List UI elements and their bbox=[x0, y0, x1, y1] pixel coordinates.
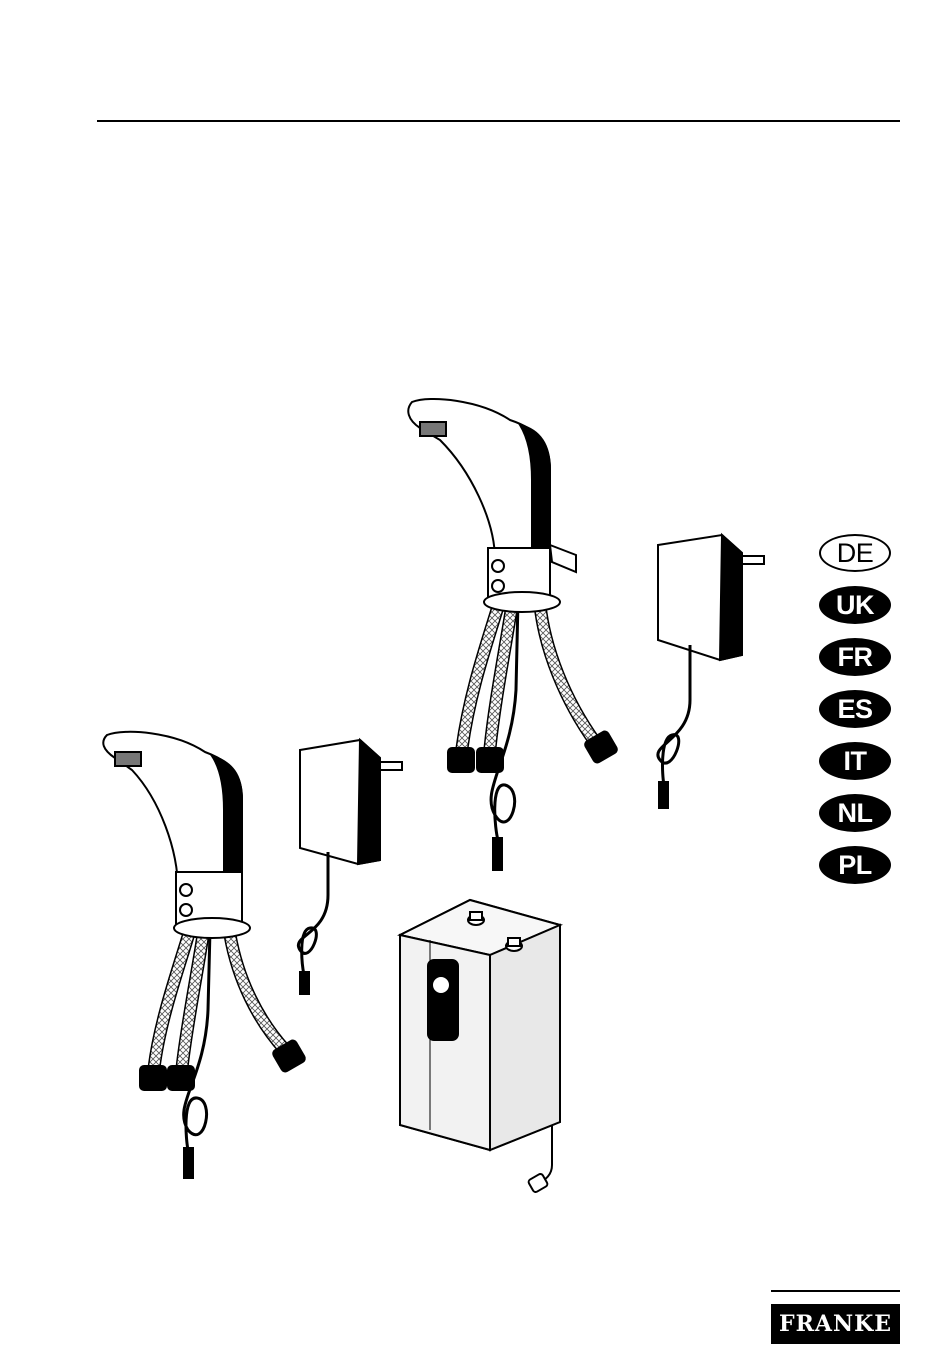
brand-block: FRANKE bbox=[771, 1290, 900, 1344]
faucet-upper bbox=[408, 399, 618, 870]
power-adapter-right bbox=[658, 535, 764, 808]
faucet-lower bbox=[103, 732, 306, 1178]
language-it-badge[interactable]: IT bbox=[819, 742, 891, 780]
power-adapter-left bbox=[298, 740, 402, 994]
language-pl-badge[interactable]: PL bbox=[819, 846, 891, 884]
language-uk-badge[interactable]: UK bbox=[819, 586, 891, 624]
language-selector: DE UK FR ES IT NL PL bbox=[819, 534, 895, 898]
language-nl-badge[interactable]: NL bbox=[819, 794, 891, 832]
language-es-badge[interactable]: ES bbox=[819, 690, 891, 728]
brand-rule bbox=[771, 1290, 900, 1292]
language-de-badge[interactable]: DE bbox=[819, 534, 891, 572]
water-heater bbox=[400, 900, 560, 1193]
language-fr-badge[interactable]: FR bbox=[819, 638, 891, 676]
franke-logo: FRANKE bbox=[771, 1304, 900, 1344]
